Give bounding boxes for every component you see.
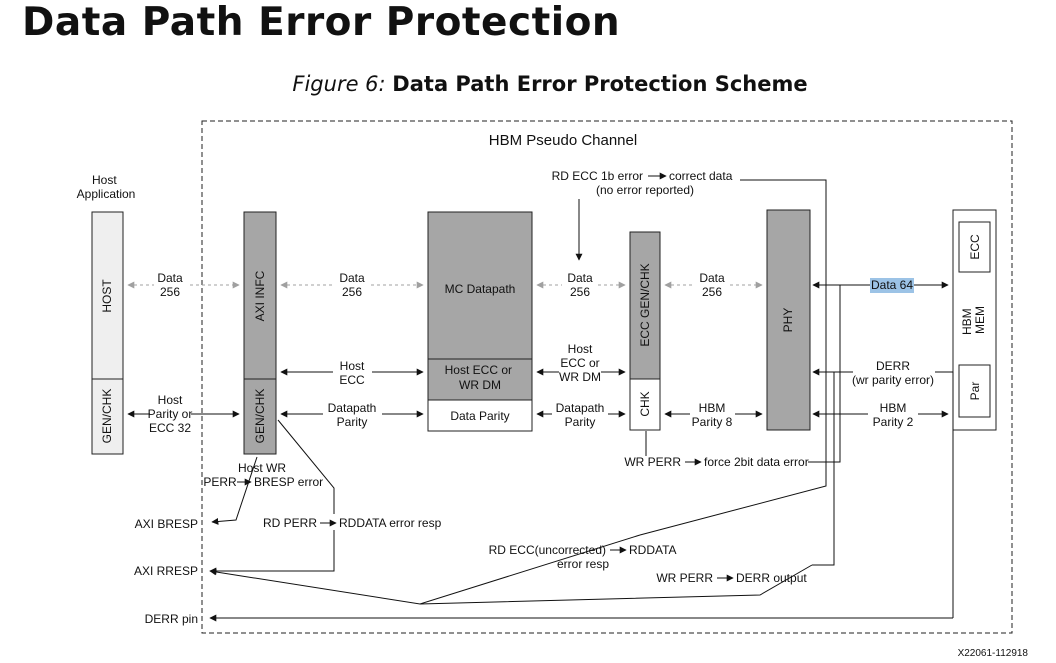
svg-text:DERR pin: DERR pin <box>145 612 198 626</box>
svg-text:DERR output: DERR output <box>736 571 807 585</box>
host-genchk-label: GEN/CHK <box>100 389 114 444</box>
mc-datapath-block <box>427 211 533 360</box>
mc-datapath-label: MC Datapath <box>445 282 516 296</box>
svg-text:RD PERR: RD PERR <box>263 516 317 530</box>
derr-wr-link: DERR(wr parity error) <box>812 359 953 387</box>
wr-perr-force-annotation: WR PERR force 2bit data error <box>624 285 841 469</box>
data-parity-label: Data Parity <box>450 409 509 423</box>
figure-title: Data Path Error Protection Scheme <box>392 72 808 96</box>
ecc-genchk-label: ECC GEN/CHK <box>638 263 652 346</box>
svg-text:WR PERR: WR PERR <box>656 571 713 585</box>
ecc-subblock <box>958 221 991 273</box>
svg-text:WR PERR: WR PERR <box>624 455 681 469</box>
rd-perr-annotation: RD PERR RDDATA error resp AXI RRESP <box>134 419 442 578</box>
data-parity-block <box>427 399 533 432</box>
svg-text:AXI BRESP: AXI BRESP <box>135 517 198 531</box>
hbm-mem-label: HBM MEM <box>960 305 987 335</box>
host-label: HOST <box>100 279 114 313</box>
phy-label: PHY <box>781 308 795 333</box>
chk-label: CHK <box>638 391 652 416</box>
pseudo-channel-boundary <box>201 120 1013 634</box>
chk-block <box>629 378 661 431</box>
figure-id: X22061-112918 <box>958 648 1029 659</box>
figure-caption: Figure 6: Data Path Error Protection Sch… <box>0 72 1056 96</box>
svg-text:RDDATA error resp: RDDATA error resp <box>339 516 442 530</box>
ecc-label: ECC <box>968 234 982 260</box>
svg-text:Host WR: Host WR <box>238 461 286 475</box>
svg-text:AXI RRESP: AXI RRESP <box>134 564 198 578</box>
rd-ecc-1b-annotation: RD ECC 1b error correct data (no error r… <box>552 169 733 261</box>
svg-text:(no error reported): (no error reported) <box>596 183 694 197</box>
svg-text:RDDATA: RDDATA <box>629 543 677 557</box>
par-label: Par <box>968 382 982 401</box>
svg-text:Data 64: Data 64 <box>871 278 913 292</box>
phy-block <box>766 209 811 431</box>
page-title: Data Path Error Protection <box>22 0 621 45</box>
host-wr-bresp-annotation: Host WR PERR BRESP error AXI BRESP <box>135 456 323 531</box>
svg-text:RD ECC 1b error: RD ECC 1b error <box>552 169 643 183</box>
host-app-label: Host Application <box>77 173 136 201</box>
svg-text:BRESP error: BRESP error <box>254 475 323 489</box>
wr-perr-derr-output-annotation: WR PERR DERR output <box>419 371 853 605</box>
axi-infc-label: AXI INFC <box>253 270 267 321</box>
host-block <box>91 211 124 380</box>
svg-text:correct data: correct data <box>669 169 733 183</box>
data64-link: Data 64 <box>812 278 949 293</box>
channel-label: HBM Pseudo Channel <box>489 132 637 149</box>
svg-text:force 2bit data error: force 2bit data error <box>704 455 809 469</box>
svg-text:PERR: PERR <box>203 475 237 489</box>
par-subblock <box>958 364 991 418</box>
host-ecc-wrdm-block <box>427 358 533 401</box>
svg-text:RD ECC(uncorrected): RD ECC(uncorrected) <box>489 543 606 557</box>
host-ecc-wrdm-label: Host ECC or WR DM <box>445 363 516 392</box>
figure-number: Figure 6: <box>292 72 386 96</box>
axi-genchk-block <box>243 378 277 455</box>
axi-genchk-label: GEN/CHK <box>253 389 267 444</box>
derr-pin-annotation: DERR pin <box>145 372 954 626</box>
svg-text:DERR(wr parity error): DERR(wr parity error) <box>852 359 934 387</box>
host-genchk-block <box>91 378 124 455</box>
svg-text:error resp: error resp <box>557 557 609 571</box>
rd-ecc-uncorrected-annotation: RD ECC(uncorrected) RDDATA error resp <box>209 179 827 605</box>
ecc-genchk-block <box>629 231 661 380</box>
